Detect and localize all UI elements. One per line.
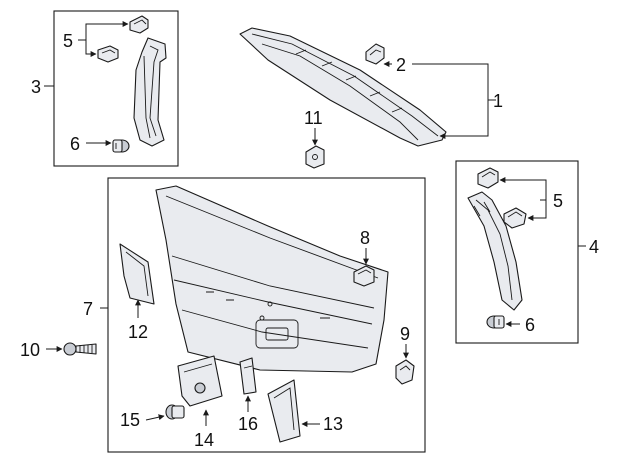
clip-part-11 (305, 128, 325, 169)
callout-6-right: 6 (525, 315, 535, 335)
left-pillar-trim (133, 37, 167, 147)
liftgate-panel-box (107, 177, 426, 453)
cover-part-12 (119, 243, 155, 305)
leader-15 (145, 414, 165, 421)
liftgate-panel-group (100, 177, 426, 453)
callout-10: 10 (20, 340, 40, 360)
push-pin-part-6-right (486, 315, 505, 329)
clip-part-9 (395, 359, 415, 385)
clip-part-5-lower-left (97, 45, 119, 63)
callout-5-left: 5 (63, 31, 73, 51)
callout-16: 16 (238, 414, 258, 434)
callout-9: 9 (400, 324, 410, 344)
clip-part-5-upper-right (477, 167, 499, 189)
cover-part-13 (267, 379, 301, 443)
callout-15: 15 (120, 410, 140, 430)
leader-5-left (78, 21, 129, 41)
right-pillar-group-box (455, 160, 579, 344)
clip-part-2 (365, 43, 385, 65)
leader-5-right (499, 177, 547, 201)
clip-part-8 (353, 265, 375, 287)
callout-13: 13 (323, 414, 343, 434)
callout-6-left: 6 (70, 134, 80, 154)
screw-part-15 (165, 404, 185, 420)
callout-1: 1 (493, 91, 503, 111)
callout-8: 8 (360, 228, 370, 248)
liftgate-trim-panel (155, 185, 389, 373)
upper-garnish (239, 27, 447, 147)
leader-5-right-b (527, 200, 547, 221)
right-pillar-trim (467, 191, 523, 311)
callout-2: 2 (396, 55, 406, 75)
pull-handle-part-14 (177, 355, 223, 407)
upper-garnish-group (239, 27, 496, 147)
clip-part-5-lower-right (503, 207, 527, 229)
callout-3: 3 (31, 77, 41, 97)
push-pin-part-6-left (112, 139, 130, 153)
bolt-part-10 (63, 342, 97, 356)
bracket-part-16 (239, 357, 257, 395)
callout-7: 7 (83, 299, 93, 319)
callout-4: 4 (589, 237, 599, 257)
right-pillar-group (455, 160, 586, 344)
left-pillar-group (44, 10, 179, 167)
leader-5-left-b (85, 40, 97, 57)
callout-14: 14 (194, 430, 214, 450)
callout-12: 12 (128, 322, 148, 342)
left-pillar-group-box (53, 10, 179, 167)
callout-11: 11 (304, 108, 323, 128)
callout-5-right: 5 (553, 191, 563, 211)
clip-part-5-upper-left (129, 15, 149, 34)
